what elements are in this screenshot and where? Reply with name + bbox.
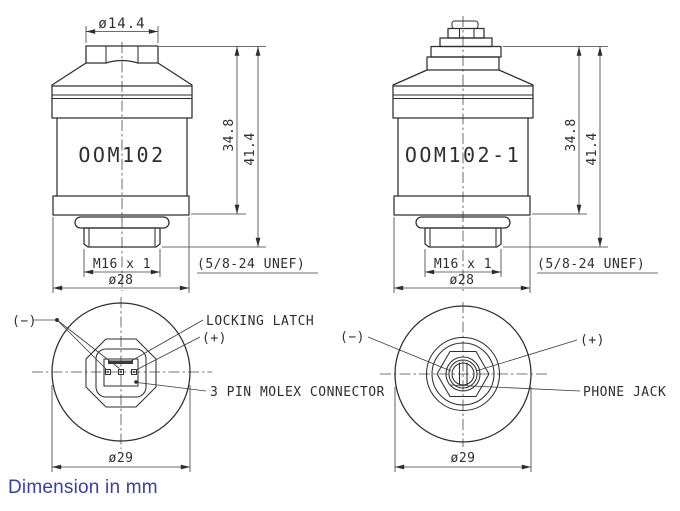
diameter-label: ø29 (109, 451, 134, 466)
base-diameter-label: ø28 (109, 273, 134, 288)
pin-left (104, 368, 112, 376)
thread-minor-lines (88, 228, 156, 247)
vent-cap-outline (85, 45, 159, 64)
body-outline (397, 117, 529, 197)
thread-minor-lines (429, 228, 497, 247)
thread-alt-label: (5/8-24 UNEF) (197, 257, 305, 272)
jack-base-outline (430, 45, 502, 58)
thread-alt-label: (5/8-24 UNEF) (537, 257, 645, 272)
jack-hex-nut (436, 350, 490, 398)
housing-circle (394, 305, 532, 443)
upper-band-grooves (392, 94, 534, 100)
molex-connector-body (103, 358, 139, 387)
thread-outline (424, 227, 502, 248)
front-view-oom102-1: OOM102-1 (392, 16, 534, 291)
height-41-label: 41.4 (585, 132, 600, 165)
model-label: OOM102-1 (405, 143, 521, 167)
jack-ring-outer (445, 356, 481, 392)
locking-latch-label: LOCKING LATCH (206, 314, 314, 329)
height-extension-lines (503, 46, 608, 248)
pin-right (130, 368, 138, 376)
jack-tip-outline (451, 20, 479, 30)
model-label: OOM102 (78, 143, 165, 167)
pin-center (117, 368, 125, 376)
jack-leader-lines (367, 336, 581, 392)
socket-well (95, 348, 147, 398)
molex-leader-lines (34, 318, 207, 392)
front-view-oom102: OOM102 (51, 42, 193, 291)
base-extension-lines (393, 217, 531, 293)
boss-circle-inner (431, 342, 495, 406)
jack-barrel-lines (458, 27, 475, 39)
molex-connector-label: 3 PIN MOLEX CONNECTOR (210, 385, 385, 400)
shoulder-taper (392, 69, 534, 86)
positive-terminal-label: (+) (202, 331, 227, 346)
jack-nut-outline (439, 37, 493, 48)
base-flange-outline (52, 195, 190, 216)
locking-latch-bar (108, 360, 133, 364)
cap-outline (426, 56, 500, 71)
jack-barrel-outline (447, 27, 485, 39)
diameter-label: ø29 (451, 451, 476, 466)
thread-label: M16 x 1 (434, 257, 492, 272)
jack-sleeve (451, 362, 475, 386)
upper-band-grooves (51, 94, 193, 100)
diameter-extension-lines (51, 385, 191, 472)
base-extension-lines (52, 217, 190, 293)
base-flange-outline (393, 195, 531, 216)
height-41-label: 41.4 (243, 132, 258, 165)
housing-circle (51, 302, 191, 442)
base-diameter-label: ø28 (450, 273, 475, 288)
cap-diameter-label: ø14.4 (98, 16, 145, 32)
front-right-dimensions: 34.8 41.4 M16 x 1 (5/8-24 UNEF) ø28 (393, 46, 658, 293)
bottom-view-molex: (−) LOCKING LATCH (+) 3 PIN MOLEX CONNEC… (12, 297, 385, 472)
negative-terminal-label: (−) (340, 330, 365, 345)
positive-terminal-label: (+) (580, 333, 605, 348)
shoulder-taper (51, 62, 193, 86)
connector-leader-dot (134, 380, 138, 384)
height-34-label: 34.8 (564, 118, 579, 151)
octagon-recess (85, 338, 157, 408)
phone-jack-label: PHONE JACK (583, 385, 666, 400)
cap-extension-lines (85, 26, 159, 43)
upper-band-outline (392, 85, 534, 119)
bottom-view-phone-jack: (−) (+) PHONE JACK ø29 (340, 302, 666, 472)
boss-circle-outer (425, 336, 501, 412)
upper-band-outline (51, 85, 193, 119)
negative-terminal-label: (−) (12, 314, 37, 329)
units-caption: Dimension in mm (8, 477, 158, 498)
height-34-label: 34.8 (222, 118, 237, 151)
diameter-extension-lines (394, 387, 532, 472)
vent-cap-knurl-lines (105, 45, 139, 63)
thread-label: M16 x 1 (93, 257, 151, 272)
thread-outline (83, 227, 161, 248)
jack-ring-mid (448, 359, 478, 389)
jack-slot-lines (458, 362, 468, 386)
body-outline (56, 117, 188, 197)
front-left-dimensions: ø14.4 34.8 41.4 M16 x 1 (5/8-24 UNEF) ø2… (52, 16, 318, 293)
